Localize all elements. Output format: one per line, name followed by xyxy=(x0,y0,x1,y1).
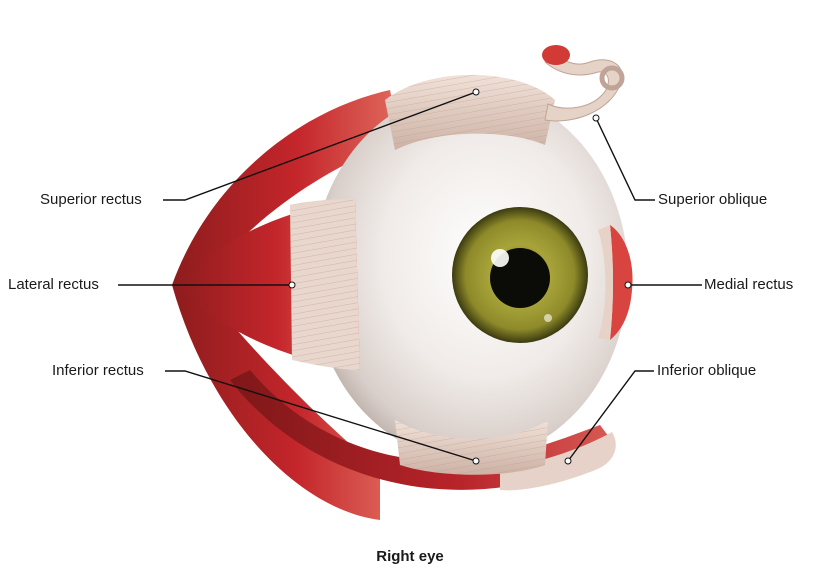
muscle-cone xyxy=(172,90,400,520)
leader-inferior-rectus xyxy=(165,370,477,462)
figure-caption: Right eye xyxy=(376,548,444,565)
leader-dots xyxy=(288,88,632,465)
label-superior-oblique: Superior oblique xyxy=(658,191,768,208)
leader-inferior-oblique xyxy=(567,370,654,462)
leader-lines xyxy=(118,91,702,462)
label-medial-rectus: Medial rectus xyxy=(704,276,794,293)
medial-rectus-tendon xyxy=(610,225,633,340)
label-inferior-oblique: Inferior oblique xyxy=(657,362,757,379)
label-superior-rectus: Superior rectus xyxy=(40,191,142,208)
leader-superior-rectus xyxy=(163,91,477,201)
label-lateral-rectus: Lateral rectus xyxy=(8,276,99,293)
label-inferior-rectus: Inferior rectus xyxy=(52,362,144,379)
leader-superior-oblique xyxy=(595,117,655,201)
reflection-highlight xyxy=(491,249,509,267)
